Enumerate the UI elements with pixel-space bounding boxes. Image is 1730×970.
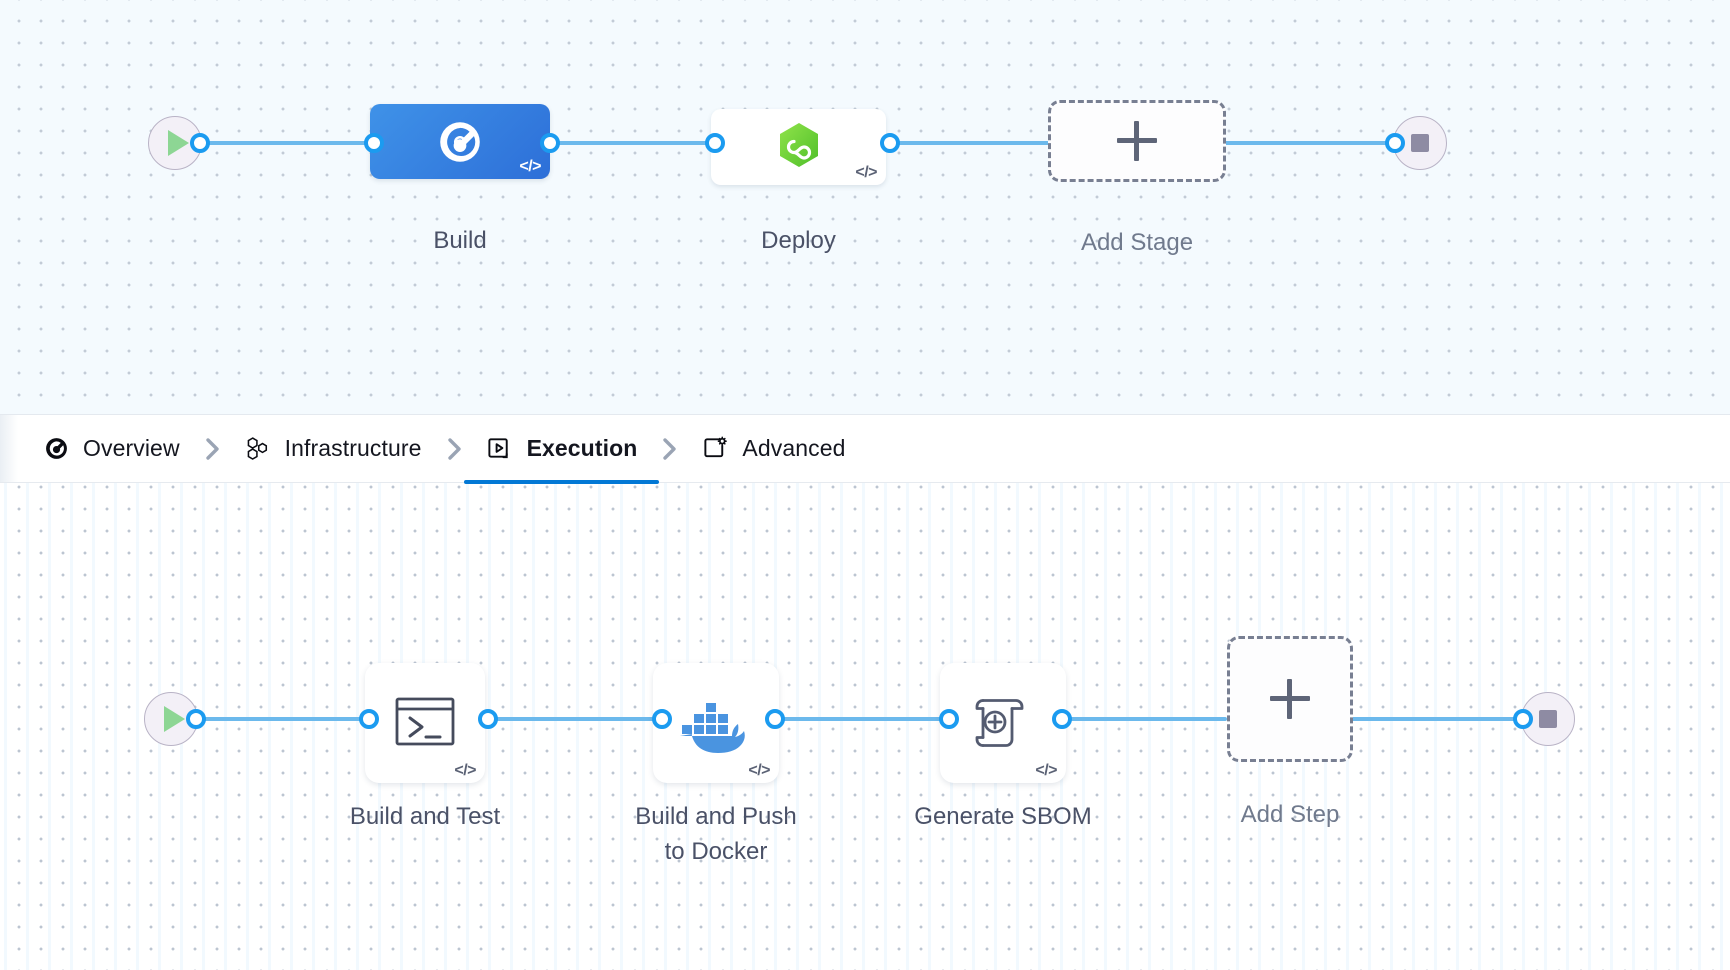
step-node-build-push-docker[interactable]: </> (653, 663, 779, 783)
tab-overview[interactable]: Overview (38, 415, 184, 483)
overview-pie-icon (42, 435, 70, 463)
add-step-label: Add Step (1240, 801, 1340, 828)
code-badge-icon: </> (855, 164, 877, 181)
stage-label-deploy: Deploy (761, 227, 836, 254)
edge-addstage-to-end (1220, 141, 1395, 145)
edge-step2-to-step3 (770, 717, 945, 721)
tab-infrastructure[interactable]: Infrastructure (240, 415, 426, 483)
edge-deploy-to-addstage (875, 141, 1075, 145)
edge-build-to-deploy (540, 141, 715, 145)
harness-ci-icon (440, 121, 480, 162)
tab-label-infrastructure: Infrastructure (284, 435, 422, 461)
chevron-right-icon (184, 434, 240, 464)
tab-label-overview: Overview (83, 435, 180, 461)
plus-icon (1117, 121, 1157, 161)
chevron-right-icon (641, 434, 697, 464)
stage-node-build[interactable]: </> (370, 104, 550, 179)
step-label-build-and-test: Build and Test (349, 803, 501, 830)
execution-graph-canvas[interactable]: </> Build and Test </> (0, 483, 1730, 970)
port-step3-in[interactable] (939, 709, 959, 729)
sbom-scroll-icon (975, 699, 1024, 747)
code-badge-icon: </> (519, 158, 541, 175)
stage-node-deploy[interactable]: </> (711, 109, 886, 185)
chevron-right-icon (426, 434, 482, 464)
edge-start-to-build (200, 141, 375, 145)
port-step3-out[interactable] (1052, 709, 1072, 729)
stage-label-build: Build (433, 227, 487, 254)
step-label-generate-sbom: Generate SBOM (914, 803, 1092, 830)
step-label-build-push-docker: Build and Push to Docker (635, 803, 797, 865)
port-start-out[interactable] (190, 133, 210, 153)
port-step2-out[interactable] (765, 709, 785, 729)
tab-execution[interactable]: Execution (463, 415, 660, 484)
edge-step1-to-step2 (483, 717, 658, 721)
port-exec-start-out[interactable] (186, 709, 206, 729)
stage-graph-canvas[interactable]: </> Build </> Deploy Add (0, 0, 1730, 415)
port-step1-in[interactable] (359, 709, 379, 729)
code-badge-icon: </> (748, 762, 770, 779)
tab-label-execution: Execution (526, 435, 638, 461)
harness-cd-infinity-icon (779, 123, 818, 167)
edge-addstep-to-end (1348, 717, 1523, 721)
execution-play-box-icon (486, 435, 514, 463)
stop-icon (1539, 710, 1557, 728)
port-build-out[interactable] (540, 133, 560, 153)
edge-start-to-step1 (195, 717, 370, 721)
step-node-generate-sbom[interactable]: </> (940, 663, 1066, 783)
stage-config-tabbar: Overview Infrastructure (0, 415, 1730, 484)
edge-step3-to-addstep (1057, 717, 1227, 721)
port-build-in[interactable] (364, 133, 384, 153)
stop-icon (1411, 134, 1429, 152)
play-icon (168, 130, 189, 156)
add-stage-button[interactable] (1048, 100, 1226, 182)
port-deploy-in[interactable] (705, 133, 725, 153)
code-badge-icon: </> (1035, 762, 1057, 779)
advanced-gear-box-icon (701, 435, 729, 463)
tab-label-advanced: Advanced (742, 435, 846, 461)
port-step1-out[interactable] (478, 709, 498, 729)
hexagons-icon (244, 435, 272, 463)
play-icon (164, 706, 185, 732)
docker-whale-icon (680, 703, 745, 753)
step-node-build-and-test[interactable]: </> (365, 663, 485, 783)
port-end-in[interactable] (1385, 133, 1405, 153)
terminal-icon (395, 697, 455, 745)
tab-advanced[interactable]: Advanced (697, 415, 849, 483)
plus-icon (1270, 679, 1310, 719)
port-deploy-out[interactable] (880, 133, 900, 153)
code-badge-icon: </> (454, 762, 476, 779)
port-step2-in[interactable] (652, 709, 672, 729)
add-step-button[interactable] (1227, 636, 1353, 762)
port-exec-end-in[interactable] (1513, 709, 1533, 729)
add-stage-label: Add Stage (1080, 229, 1194, 256)
